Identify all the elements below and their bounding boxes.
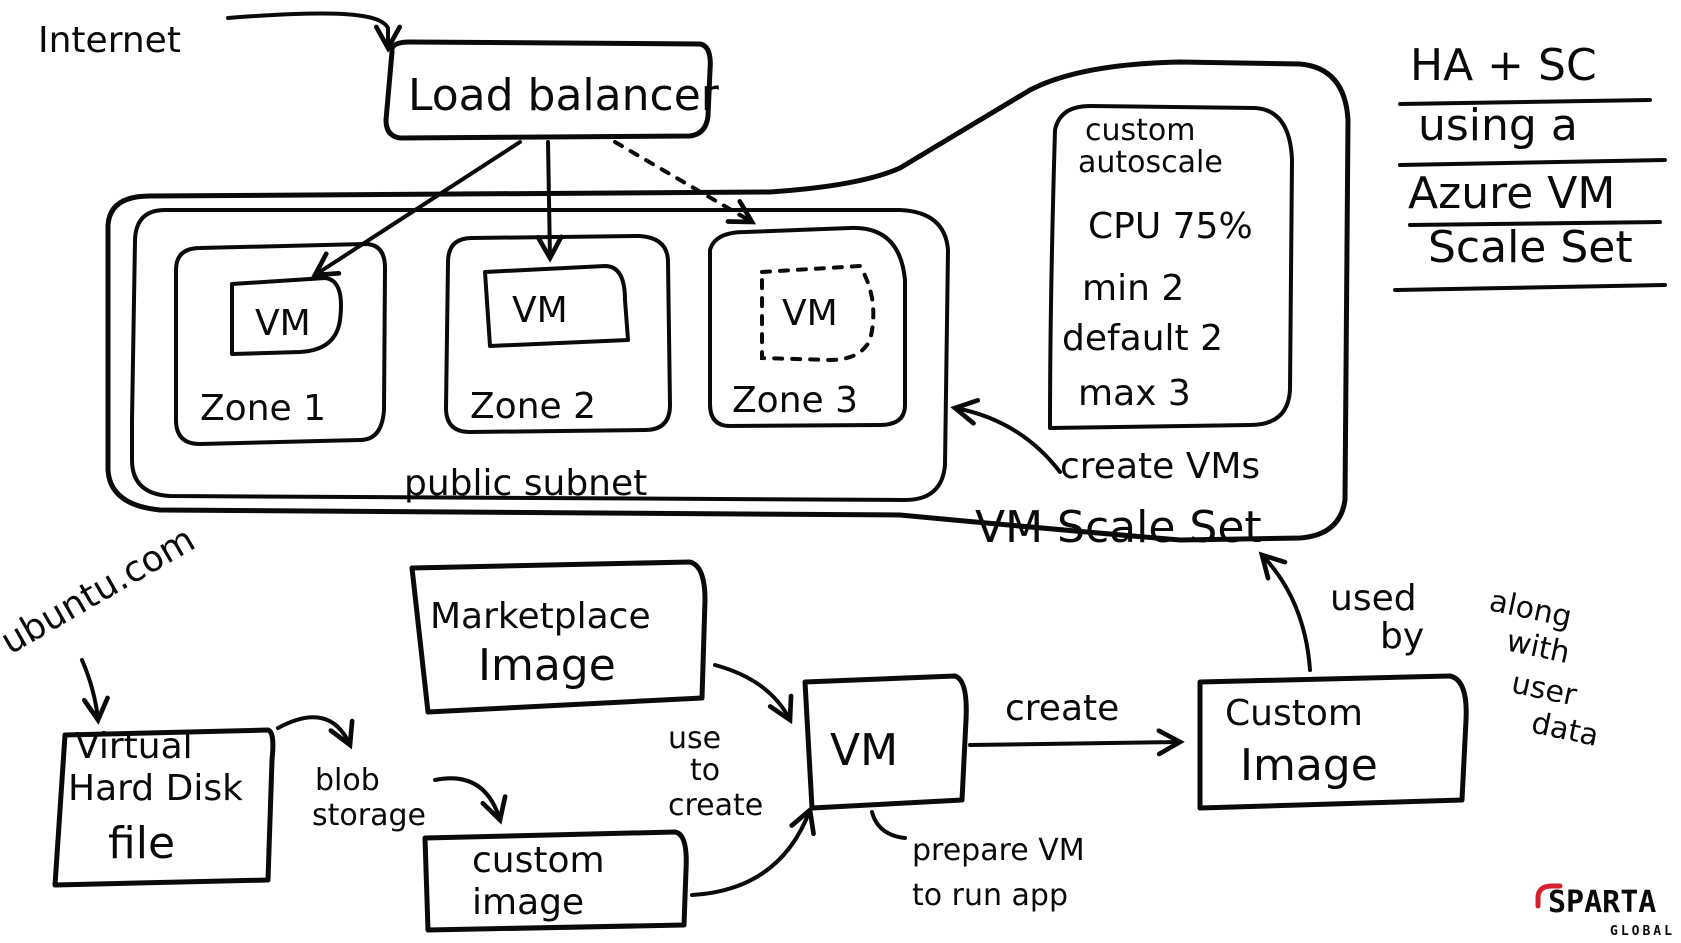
- vhd-line-1: Virtual: [75, 726, 193, 767]
- use-to-create-1: use: [668, 721, 721, 756]
- prepare-line-1: prepare VM: [912, 833, 1085, 868]
- zone-3-box: [708, 225, 907, 428]
- vhd-line-3: file: [108, 818, 175, 869]
- along-line-3: user: [1508, 666, 1580, 714]
- zone-2-box: [444, 234, 672, 434]
- center-vm-box: [802, 673, 969, 811]
- zone-2-label: Zone 2: [470, 386, 596, 427]
- zone-2-vm-box: [483, 264, 630, 348]
- create-vms-label: create VMs: [1060, 446, 1260, 487]
- create-label: create: [1005, 688, 1119, 729]
- zone-1-box: [174, 242, 387, 446]
- lb-arrow-zone2: [548, 140, 550, 258]
- custom-image-to-scale-set-arrow: [1262, 555, 1312, 672]
- load-balancer-box: [383, 39, 713, 141]
- sparta-global-logo: SPARTA GLOBAL: [1535, 883, 1675, 939]
- logo-sub: GLOBAL: [1610, 924, 1675, 939]
- marketplace-line-2: Image: [478, 640, 616, 691]
- zone-3-label: Zone 3: [732, 380, 858, 421]
- title-line-4: Scale Set: [1428, 222, 1633, 273]
- vhd-line-2: Hard Disk: [68, 768, 243, 809]
- blob-to-image-arrow: [433, 776, 500, 820]
- public-subnet-box: [130, 208, 950, 502]
- scale-set-label: VM Scale Set: [975, 502, 1262, 553]
- custom-image-big-line-2: Image: [1240, 740, 1378, 791]
- public-subnet-label: public subnet: [404, 463, 647, 504]
- title-line-1: HA + SC: [1410, 40, 1597, 91]
- load-balancer-label: Load balancer: [408, 70, 720, 121]
- image-to-vm-arrow: [690, 810, 810, 897]
- marketplace-image-box: [409, 559, 708, 715]
- autoscale-min: min 2: [1082, 268, 1184, 309]
- title-underline-3: [1408, 220, 1662, 227]
- ubuntu-label: ubuntu.com: [0, 519, 202, 663]
- used-by-line-1: used: [1330, 578, 1417, 619]
- autoscale-header-2: autoscale: [1078, 145, 1223, 180]
- use-to-create-2: to: [690, 753, 720, 788]
- blob-line-1: blob: [315, 763, 380, 798]
- ubuntu-arrow: [80, 658, 98, 720]
- custom-image-small-line-1: custom: [472, 840, 605, 881]
- vm-to-custom-image-arrow: [968, 742, 1180, 745]
- custom-image-small-line-2: image: [472, 882, 584, 923]
- custom-image-big-line-1: Custom: [1225, 693, 1363, 734]
- zone-1-vm-label: VM: [255, 303, 311, 344]
- prepare-connector: [870, 810, 907, 840]
- marketplace-to-vm-arrow: [713, 663, 790, 720]
- title-line-2: using a: [1418, 100, 1578, 151]
- logo-accent-icon: [1535, 883, 1563, 909]
- zone-1-vm-box: [230, 276, 343, 356]
- autoscale-max: max 3: [1078, 373, 1191, 414]
- title-underline-2: [1398, 158, 1667, 167]
- autoscale-default: default 2: [1062, 318, 1223, 359]
- title-underline-4: [1393, 283, 1667, 292]
- marketplace-line-1: Marketplace: [430, 596, 651, 637]
- internet-label: Internet: [38, 20, 181, 61]
- title-block: HA + SC using a Azure VM Scale Set: [1393, 40, 1667, 292]
- zone-1-label: Zone 1: [200, 388, 326, 429]
- create-vms-arrow: [955, 408, 1062, 474]
- title-underline-1: [1398, 98, 1652, 106]
- used-by-line-2: by: [1380, 616, 1424, 657]
- autoscale-box: [1048, 104, 1294, 430]
- vhd-to-blob-arrow: [276, 715, 350, 745]
- autoscale-cpu: CPU 75%: [1088, 206, 1253, 247]
- along-line-4: data: [1528, 706, 1601, 754]
- zone-3-vm-label: VM: [782, 293, 838, 334]
- internet-arrow: [226, 11, 388, 48]
- zone-3-vm-box: [760, 263, 876, 363]
- custom-image-big-box: [1197, 673, 1469, 811]
- vhd-box: [52, 727, 276, 888]
- prepare-line-2: to run app: [912, 878, 1068, 913]
- use-to-create-3: create: [668, 788, 763, 823]
- zone-2-vm-label: VM: [512, 290, 568, 331]
- center-vm-label: VM: [830, 725, 898, 776]
- autoscale-header-1: custom: [1085, 113, 1195, 148]
- logo-name: SPARTA: [1548, 885, 1656, 920]
- custom-image-small-box: [422, 829, 689, 933]
- scale-set-boundary: [105, 59, 1351, 543]
- title-line-3: Azure VM: [1408, 168, 1615, 219]
- blob-line-2: storage: [312, 798, 426, 833]
